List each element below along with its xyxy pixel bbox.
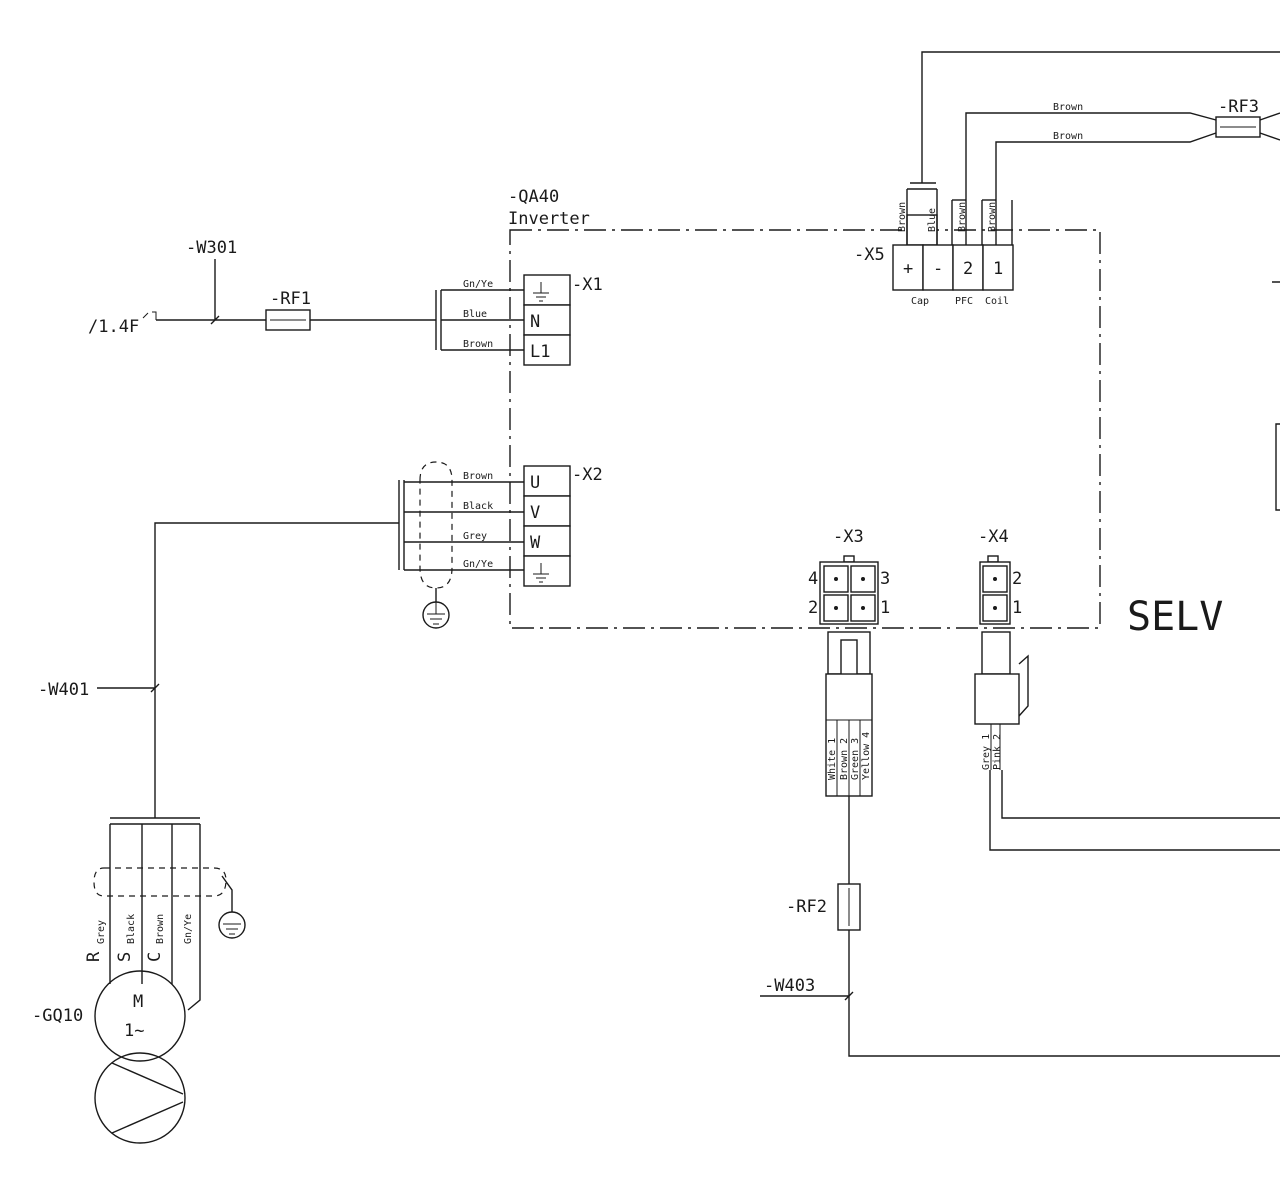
motor-phase: 1~ xyxy=(124,1021,144,1041)
compressor-symbol xyxy=(94,1052,186,1144)
x1-ground-symbol xyxy=(533,282,549,302)
x1-terminal-n: N xyxy=(530,312,540,332)
x5-pin-1: 1 xyxy=(993,259,1003,279)
x1-label: -X1 xyxy=(572,275,603,295)
svg-text:Brown: Brown xyxy=(957,202,968,232)
connector-x3 xyxy=(819,555,879,625)
x5-brown-wire-upper xyxy=(965,112,1217,245)
x4-pin-1: 1 xyxy=(1012,598,1022,618)
svg-text:Pink 2: Pink 2 xyxy=(992,734,1003,770)
x3-wire-labels: White 1 Brown 2 Green 3 Yellow 4 xyxy=(827,732,872,780)
motor-id: -GQ10 xyxy=(32,1006,83,1026)
inverter-name: Inverter xyxy=(508,209,590,229)
motor-terminal-s: S xyxy=(115,952,135,962)
x1-wire-brown: Brown xyxy=(463,339,493,350)
svg-text:Grey 1: Grey 1 xyxy=(981,734,992,770)
top-wire-brown-2: Brown xyxy=(1053,131,1083,142)
x2-label: -X2 xyxy=(572,465,603,485)
x5-group-pfc: PFC xyxy=(955,296,973,307)
x5-group-coil: Coil xyxy=(985,296,1009,307)
x2-wire-black: Black xyxy=(463,501,493,512)
x2-terminal-w: W xyxy=(530,533,541,553)
x3-label: -X3 xyxy=(833,527,864,547)
x2-earth-symbol xyxy=(422,601,450,629)
svg-text:Yellow 4: Yellow 4 xyxy=(861,732,872,780)
x5-wire-labels: Brown Blue Brown Brown xyxy=(897,202,998,232)
motor-terminal-r: R xyxy=(84,951,104,962)
svg-text:Green 3: Green 3 xyxy=(850,738,861,780)
svg-text:Gn/Ye: Gn/Ye xyxy=(183,914,194,944)
selv-label: SELV xyxy=(1127,594,1223,640)
x2-wire-gnye: Gn/Ye xyxy=(463,559,493,570)
motor-terminal-c: C xyxy=(145,952,165,962)
plug-x4 xyxy=(974,631,1029,770)
x5-brown-wire-lower xyxy=(995,132,1217,245)
svg-text:Black: Black xyxy=(126,914,137,944)
reference-arrow xyxy=(142,311,157,320)
connector-x4 xyxy=(979,555,1011,625)
x1-wire-gnye: Gn/Ye xyxy=(463,279,493,290)
svg-text:Grey: Grey xyxy=(96,920,107,944)
x2-cable-bundle xyxy=(398,480,524,571)
right-edge-fragment xyxy=(1272,281,1280,511)
x3-pin-2: 2 xyxy=(808,598,818,618)
x2-terminal-u: U xyxy=(530,473,540,493)
motor-wire-labels: Grey Black Brown Gn/Ye xyxy=(96,914,194,944)
x4-wire-labels: Grey 1 Pink 2 xyxy=(981,734,1003,770)
cable-w301-label: -W301 xyxy=(186,238,237,258)
x1-terminal-l1: L1 xyxy=(530,342,550,362)
reference-label: /1.4F xyxy=(88,317,139,337)
fuse-rf2-label: -RF2 xyxy=(786,897,827,917)
x5-label: -X5 xyxy=(854,245,885,265)
w301-leader xyxy=(210,259,220,325)
w401-leader xyxy=(97,683,160,693)
motor-shield-earth-lead xyxy=(221,875,233,912)
motor-shield xyxy=(93,867,227,897)
plug-x3 xyxy=(825,631,873,797)
x4-pin-2: 2 xyxy=(1012,569,1022,589)
inverter-id: -QA40 xyxy=(508,187,559,207)
motor-feed-line xyxy=(154,522,399,818)
svg-text:Brown: Brown xyxy=(987,202,998,232)
top-wire-brown-1: Brown xyxy=(1053,102,1083,113)
terminal-block-x5 xyxy=(892,244,1014,291)
svg-text:Brown: Brown xyxy=(155,914,166,944)
x4-output-lines xyxy=(989,770,1280,851)
motor-earth-symbol xyxy=(218,911,246,939)
x5-outer-wire xyxy=(921,51,1280,183)
cable-w401-label: -W401 xyxy=(38,680,89,700)
x5-pin-plus: + xyxy=(903,259,913,279)
x2-ground-symbol xyxy=(533,563,549,583)
inverter-enclosure xyxy=(509,229,1101,629)
x2-wire-brown: Brown xyxy=(463,471,493,482)
motor-letter: M xyxy=(133,992,143,1012)
fuse-rf1-label: -RF1 xyxy=(270,289,311,309)
x3-pin-4: 4 xyxy=(808,569,818,589)
x5-group-cap: Cap xyxy=(911,296,929,307)
x1-cable-bundle xyxy=(435,289,524,351)
terminal-block-x1 xyxy=(523,274,571,366)
x2-wire-grey: Grey xyxy=(463,531,487,542)
svg-text:Brown 2: Brown 2 xyxy=(839,738,850,780)
x3-pin-3: 3 xyxy=(880,569,890,589)
x5-pin-2: 2 xyxy=(963,259,973,279)
fuse-rf3-label: -RF3 xyxy=(1218,97,1259,117)
svg-text:White 1: White 1 xyxy=(827,738,838,780)
w403-leader xyxy=(760,991,854,1001)
x5-pin-minus: - xyxy=(933,259,943,279)
motor-cable-bundle xyxy=(109,817,201,1011)
motor-symbol xyxy=(94,970,186,1062)
x2-terminal-v: V xyxy=(530,503,540,523)
x2-shield xyxy=(419,461,453,589)
x3-pin-1: 1 xyxy=(880,598,890,618)
x3-output-line xyxy=(848,796,1280,1057)
svg-text:Blue: Blue xyxy=(927,208,938,232)
cable-w403-label: -W403 xyxy=(764,976,815,996)
svg-text:Brown: Brown xyxy=(897,202,908,232)
terminal-block-x2 xyxy=(523,465,571,587)
x4-label: -X4 xyxy=(978,527,1009,547)
x1-wire-blue: Blue xyxy=(463,309,487,320)
